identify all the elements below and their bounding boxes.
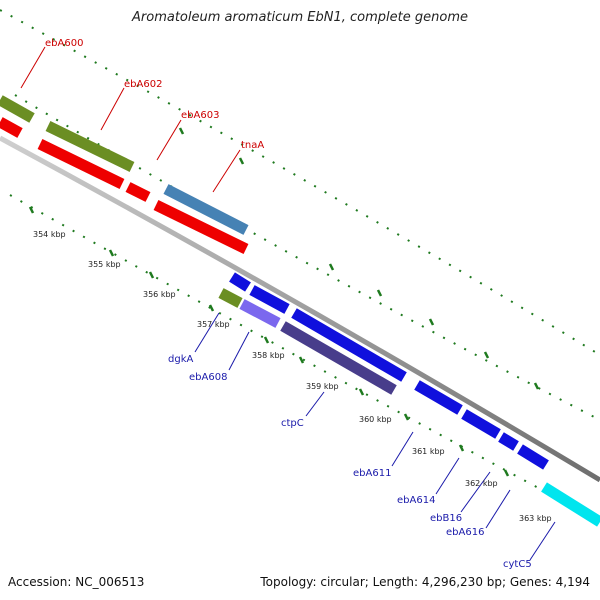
label-leaders-top <box>20 46 241 193</box>
dotted-track-upper <box>14 94 600 421</box>
gene-labels-bottom: dgkA ebA608 ctpC ebA611 ebA614 ebB16 ebA… <box>168 354 532 570</box>
tick-label: 356 kbp <box>143 290 176 299</box>
gene-blue-2 <box>249 285 290 314</box>
dotted-track-middle <box>0 9 600 356</box>
tick-label: 362 kbp <box>465 479 498 488</box>
tick-label: 360 kbp <box>359 415 392 424</box>
gene-label-ebA608[interactable]: ebA608 <box>189 372 227 383</box>
gene-ebA616 <box>517 444 549 470</box>
gene-label-ebA616[interactable]: ebA616 <box>446 527 484 538</box>
accession-text: Accession: NC_006513 <box>8 575 145 589</box>
gene-ebB16 <box>498 432 519 451</box>
tick-label: 359 kbp <box>306 382 339 391</box>
tick-label: 363 kbp <box>519 514 552 523</box>
reverse-genes <box>218 272 600 527</box>
gene-blue-1 <box>229 272 251 292</box>
tick-label: 357 kbp <box>197 320 230 329</box>
tick-marks <box>28 127 540 477</box>
genome-backbone <box>0 135 600 483</box>
gene-label-ebA600[interactable]: ebA600 <box>45 38 83 49</box>
gene-ctpC <box>280 321 397 395</box>
tick-label: 358 kbp <box>252 351 285 360</box>
gene-ebA600-red <box>0 117 23 138</box>
gene-ebA602-red <box>37 139 125 189</box>
gene-label-ebB16[interactable]: ebB16 <box>430 513 462 524</box>
dotted-track-lower <box>9 194 571 506</box>
gene-dgkA <box>218 288 243 308</box>
gene-label-ebA602[interactable]: ebA602 <box>124 79 162 90</box>
gene-label-dgkA[interactable]: dgkA <box>168 354 193 365</box>
dotted-tracks <box>0 9 600 506</box>
gene-tnaA-blue <box>163 184 249 235</box>
forward-genes <box>0 95 249 254</box>
gene-tnaA-red <box>153 200 249 254</box>
gene-cytC5 <box>541 482 600 527</box>
gene-label-tnaA[interactable]: tnaA <box>241 140 264 151</box>
gene-label-cytC5[interactable]: cytC5 <box>503 559 532 570</box>
gene-labels-top: ebA600 ebA602 ebA603 tnaA <box>45 38 264 151</box>
tick-label: 361 kbp <box>412 447 445 456</box>
label-leaders-bottom <box>194 312 556 561</box>
gene-ebA614 <box>461 409 501 439</box>
gene-ebA602-green <box>45 121 135 172</box>
gene-ctpC-blue <box>291 308 407 382</box>
tick-label: 354 kbp <box>33 230 66 239</box>
gene-ebA608 <box>239 299 281 328</box>
map-title: Aromatoleum aromaticum EbN1, complete ge… <box>132 10 468 25</box>
gene-label-ebA614[interactable]: ebA614 <box>397 495 435 506</box>
tick-labels: 354 kbp 355 kbp 356 kbp 357 kbp 358 kbp … <box>33 230 552 523</box>
gene-label-ebA603[interactable]: ebA603 <box>181 110 219 121</box>
tick-label: 355 kbp <box>88 260 121 269</box>
gene-ebA600-green <box>0 95 35 123</box>
gene-ebA611 <box>414 380 463 415</box>
genome-summary: Topology: circular; Length: 4,296,230 bp… <box>260 575 590 589</box>
gene-label-ebA611[interactable]: ebA611 <box>353 468 391 479</box>
gene-ebA603-red <box>125 182 151 202</box>
gene-label-ctpC[interactable]: ctpC <box>281 418 304 429</box>
